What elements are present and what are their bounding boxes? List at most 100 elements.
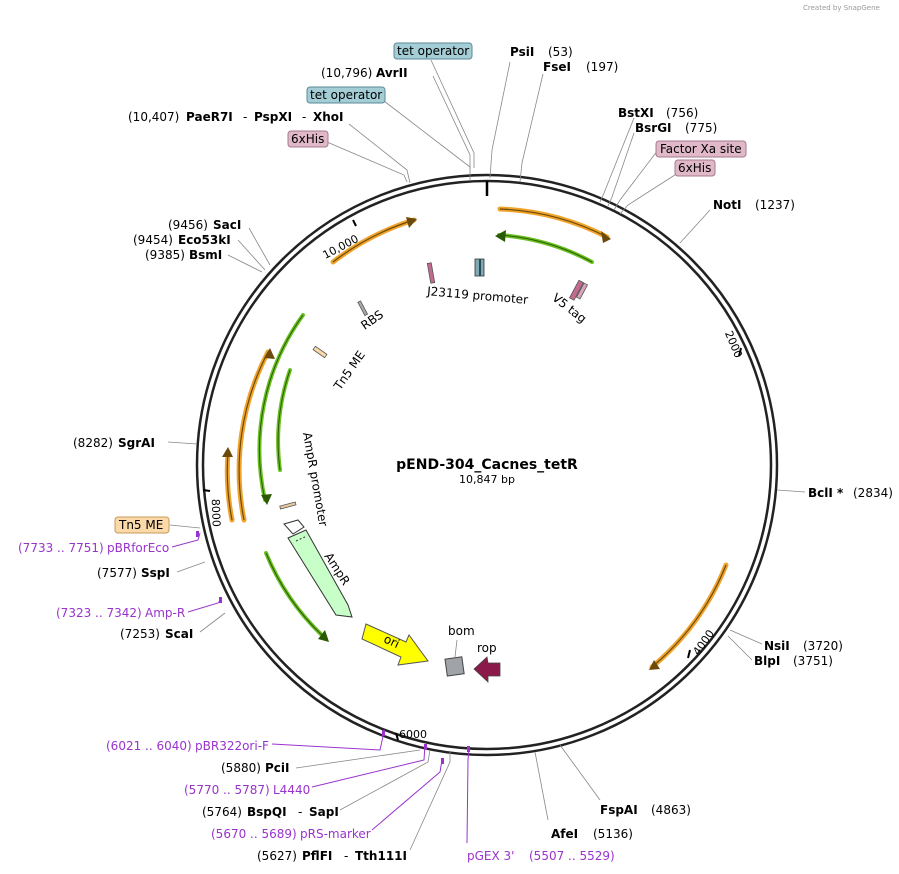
svg-text:Tn5 ME: Tn5 ME bbox=[118, 518, 163, 532]
box-tn5-me[interactable]: Tn5 ME bbox=[114, 516, 170, 534]
site-nsii[interactable]: NsiI (3720) bbox=[764, 639, 843, 653]
svg-text:(1237): (1237) bbox=[755, 198, 795, 212]
his-feature-left bbox=[426, 262, 436, 284]
svg-text:SspI: SspI bbox=[141, 566, 170, 580]
svg-text:-: - bbox=[298, 805, 302, 819]
primer-pbrforeco[interactable]: (7733 .. 7751) pBRforEco bbox=[18, 541, 169, 555]
svg-text:-: - bbox=[344, 849, 348, 863]
amprprom-arrow bbox=[283, 519, 305, 535]
site-pflfi[interactable]: (5627) PflFI - Tth111I bbox=[257, 849, 407, 863]
gene-arc-top bbox=[497, 233, 594, 264]
site-bstxi[interactable]: BstXI (756) bbox=[618, 106, 698, 120]
feature-arcs bbox=[222, 206, 729, 670]
primer-pbr322ori-f[interactable]: (6021 .. 6040) pBR322ori-F bbox=[106, 739, 269, 753]
svg-text:-: - bbox=[243, 110, 247, 124]
svg-text:(7577): (7577) bbox=[97, 566, 137, 580]
label-ori: ori bbox=[382, 632, 402, 651]
rbs-feature bbox=[357, 300, 369, 317]
svg-text:FspAI: FspAI bbox=[600, 803, 638, 817]
box-6xhis-1[interactable]: 6xHis bbox=[287, 130, 329, 148]
svg-text:PflFI: PflFI bbox=[302, 849, 332, 863]
svg-text:(9385): (9385) bbox=[145, 248, 185, 262]
svg-text:(4863): (4863) bbox=[651, 803, 691, 817]
svg-text:pRS-marker: pRS-marker bbox=[300, 827, 371, 841]
svg-text:(756): (756) bbox=[666, 106, 698, 120]
svg-text:SapI: SapI bbox=[309, 805, 339, 819]
svg-text:ScaI: ScaI bbox=[165, 627, 193, 641]
site-bcli[interactable]: BclI * (2834) bbox=[808, 486, 893, 500]
svg-text:(5136): (5136) bbox=[593, 827, 633, 841]
site-fspai[interactable]: FspAI (4863) bbox=[600, 803, 691, 817]
site-saci[interactable]: (9456) SacI bbox=[168, 218, 241, 232]
svg-text:(3720): (3720) bbox=[803, 639, 843, 653]
v5-feature bbox=[568, 279, 584, 301]
svg-text:L4440: L4440 bbox=[273, 783, 310, 797]
svg-text:(5507 .. 5529): (5507 .. 5529) bbox=[529, 849, 615, 863]
svg-text:PspXI: PspXI bbox=[254, 110, 292, 124]
site-scai[interactable]: (7253) ScaI bbox=[120, 627, 193, 641]
svg-text:(7253): (7253) bbox=[120, 627, 160, 641]
svg-text:PaeR7I: PaeR7I bbox=[186, 110, 233, 124]
svg-text:(5880): (5880) bbox=[221, 761, 261, 775]
svg-text:(7323 .. 7342): (7323 .. 7342) bbox=[56, 606, 142, 620]
label-bom: bom bbox=[448, 624, 475, 638]
svg-text:(3751): (3751) bbox=[793, 654, 833, 668]
svg-text:(2834): (2834) bbox=[853, 486, 893, 500]
svg-text:(10,407): (10,407) bbox=[128, 110, 179, 124]
site-paer7i[interactable]: (10,407) PaeR7I - PspXI - XhoI bbox=[128, 110, 344, 124]
site-eco53ki[interactable]: (9454) Eco53kI bbox=[133, 233, 231, 247]
site-fsei[interactable]: FseI (197) bbox=[543, 60, 618, 74]
svg-text:(8282): (8282) bbox=[73, 436, 113, 450]
box-factor-xa[interactable]: Factor Xa site bbox=[655, 140, 747, 158]
box-tet-operator-1[interactable]: tet operator bbox=[393, 42, 473, 60]
primer-l4440[interactable]: (5770 .. 5787) L4440 bbox=[184, 783, 310, 797]
site-psii[interactable]: PsiI (53) bbox=[510, 45, 573, 59]
primer-prs-marker[interactable]: (5670 .. 5689) pRS-marker bbox=[211, 827, 371, 841]
svg-text:(6021 .. 6040): (6021 .. 6040) bbox=[106, 739, 192, 753]
svg-text:6xHis: 6xHis bbox=[678, 161, 711, 175]
site-bsrgi[interactable]: BsrGI (775) bbox=[635, 121, 717, 135]
site-blpi[interactable]: BlpI (3751) bbox=[754, 654, 833, 668]
svg-text:BstXI: BstXI bbox=[618, 106, 654, 120]
label-j23119: J23119 promoter bbox=[426, 284, 529, 307]
primer-pgex3[interactable]: pGEX 3' (5507 .. 5529) bbox=[467, 849, 615, 863]
svg-text:(197): (197) bbox=[586, 60, 618, 74]
gene-arc-left-inner bbox=[276, 368, 292, 472]
svg-text:(9454): (9454) bbox=[133, 233, 173, 247]
site-sgrai[interactable]: (8282) SgrAI bbox=[73, 436, 155, 450]
svg-text:(5770 .. 5787): (5770 .. 5787) bbox=[184, 783, 270, 797]
tick-6000: 6000 bbox=[399, 728, 427, 741]
svg-text:BlpI: BlpI bbox=[754, 654, 780, 668]
inner-features bbox=[279, 258, 589, 683]
site-avrii[interactable]: (10,796) AvrII bbox=[321, 66, 408, 80]
orf-arc-top bbox=[497, 206, 610, 240]
bom-feature bbox=[444, 656, 465, 677]
primer-amp-r[interactable]: (7323 .. 7342) Amp-R bbox=[56, 606, 185, 620]
svg-text:(5764): (5764) bbox=[202, 805, 242, 819]
svg-text:FseI: FseI bbox=[543, 60, 571, 74]
svg-text:Amp-R: Amp-R bbox=[145, 606, 185, 620]
svg-text:PsiI: PsiI bbox=[510, 45, 534, 59]
site-bsmi[interactable]: (9385) BsmI bbox=[145, 248, 222, 262]
svg-text:Tth111I: Tth111I bbox=[355, 849, 407, 863]
site-sspi[interactable]: (7577) SspI bbox=[97, 566, 170, 580]
tick-2000: 2000 bbox=[722, 329, 745, 360]
snapgene-credit: Created by SnapGene bbox=[803, 4, 880, 12]
svg-text:pBR322ori-F: pBR322ori-F bbox=[195, 739, 269, 753]
tick-8000: 8000 bbox=[209, 499, 223, 527]
leader-lines bbox=[167, 59, 806, 851]
ampr-arrow bbox=[287, 529, 353, 618]
box-tet-operator-2[interactable]: tet operator bbox=[306, 86, 386, 104]
svg-text:SacI: SacI bbox=[213, 218, 241, 232]
svg-text:tet operator: tet operator bbox=[397, 44, 469, 58]
box-6xhis-2[interactable]: 6xHis bbox=[674, 159, 716, 177]
site-bspqi[interactable]: (5764) BspQI - SapI bbox=[202, 805, 339, 819]
svg-text:-: - bbox=[302, 110, 306, 124]
site-afei[interactable]: AfeI (5136) bbox=[551, 827, 633, 841]
svg-text:(10,796): (10,796) bbox=[321, 66, 372, 80]
svg-text:BclI *: BclI * bbox=[808, 486, 844, 500]
site-pcii[interactable]: (5880) PciI bbox=[221, 761, 290, 775]
label-tn5-inner: Tn5 ME bbox=[330, 348, 367, 393]
site-noti[interactable]: NotI (1237) bbox=[713, 198, 795, 212]
